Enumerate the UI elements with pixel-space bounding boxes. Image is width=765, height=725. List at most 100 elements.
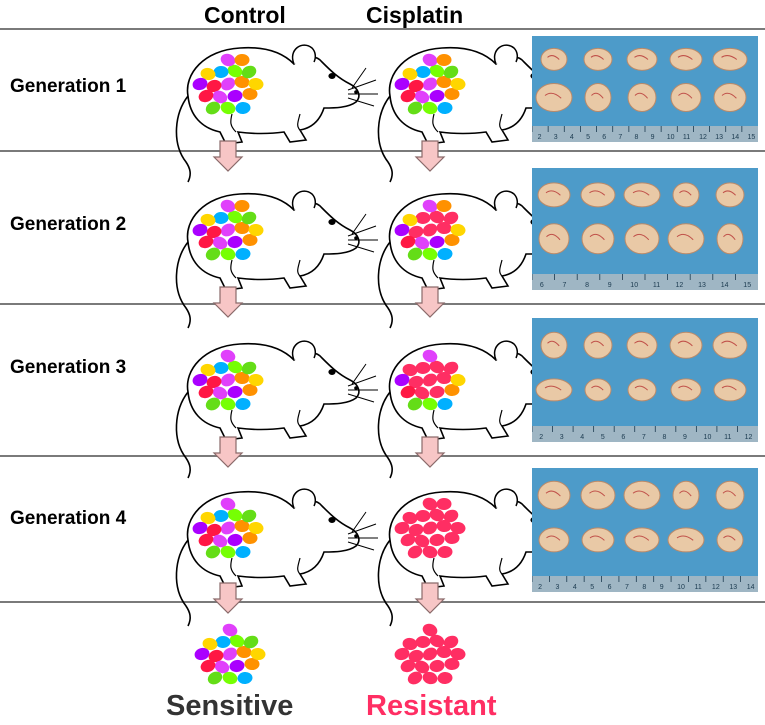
tumor-specimen: [540, 47, 568, 71]
tumor-cell: [429, 385, 445, 399]
tumor-cell: [436, 75, 452, 89]
tumor-cell: [235, 545, 251, 559]
tumor-cell: [192, 77, 208, 91]
tumor-cell: [408, 649, 424, 663]
tumor-cell: [227, 385, 243, 399]
outcome-sensitive-label: Sensitive: [166, 690, 294, 722]
tumor-cell: [206, 225, 222, 239]
ruler-tick-label: 3: [560, 434, 564, 441]
tumor-cell: [429, 235, 445, 249]
tumor-specimen: [537, 480, 571, 510]
tumor-cluster-control-gen4: [192, 497, 264, 559]
tumor-cell: [205, 247, 221, 261]
tumor-cell: [436, 371, 452, 385]
tumor-cell: [206, 79, 222, 93]
tumor-cell: [222, 647, 238, 661]
tumor-cell: [229, 659, 245, 673]
arrow-cisplatin-3: [414, 436, 446, 468]
tumor-cell: [437, 101, 453, 115]
ruler-tick-label: 12: [699, 134, 707, 141]
tumor-cell: [450, 373, 466, 387]
tumor-cell: [227, 533, 243, 547]
ruler-tick-label: 8: [585, 282, 589, 289]
tumor-cell: [222, 623, 238, 637]
tumor-cell: [422, 623, 438, 637]
tumor-cell: [248, 77, 264, 91]
tumor-cell: [227, 89, 243, 103]
tumor-cell: [235, 101, 251, 115]
ruler-tick-label: 3: [554, 134, 558, 141]
ruler-tick-label: 10: [704, 434, 712, 441]
tumor-cell: [422, 373, 438, 387]
tumor-cell: [215, 635, 231, 649]
tumor-specimen: [583, 47, 613, 71]
ruler-tick-label: 8: [662, 434, 666, 441]
arrow-cisplatin-4: [414, 582, 446, 614]
divider-top: [0, 28, 765, 30]
tumor-specimen: [626, 331, 658, 359]
tumor-cell: [248, 373, 264, 387]
tumor-cell: [241, 509, 257, 523]
tumor-specimen: [713, 82, 747, 112]
ruler-tick-label: 13: [729, 584, 737, 591]
tumor-specimen: [667, 527, 705, 553]
tumor-specimen: [627, 82, 657, 112]
tumor-cell: [402, 67, 418, 81]
ruler-tick-label: 14: [731, 134, 739, 141]
tumor-cell: [422, 397, 438, 411]
tumor-cell: [227, 360, 243, 374]
tumor-cluster-cisplatin-gen4: [394, 497, 466, 559]
tumor-cell: [408, 523, 424, 537]
ruler-tick-label: 9: [683, 434, 687, 441]
arrow-control-2: [212, 286, 244, 318]
tumor-cell: [206, 375, 222, 389]
tumor-cell: [429, 360, 445, 374]
tumor-cell: [220, 373, 236, 387]
tumor-cell: [429, 89, 445, 103]
ruler-tick-label: 6: [608, 584, 612, 591]
tumor-specimen: [583, 331, 613, 359]
tumor-cell: [212, 90, 228, 104]
tumor-cell: [235, 397, 251, 411]
tumor-cell: [437, 545, 453, 559]
tumor-cell: [205, 397, 221, 411]
tumor-cell: [400, 89, 416, 103]
tumor-cell: [444, 233, 460, 247]
tumor-cell: [429, 508, 445, 522]
tumor-cell: [242, 233, 258, 247]
header-control: Control: [204, 2, 286, 28]
tumor-cell: [422, 199, 438, 213]
ruler-tick-label: 13: [715, 134, 723, 141]
tumor-cell: [450, 521, 466, 535]
mouse-control-gen4: [175, 488, 379, 627]
tumor-cell: [407, 247, 423, 261]
divider-4: [0, 601, 765, 603]
ruler-tick-label: 11: [683, 134, 690, 141]
ruler-tick-label: 14: [721, 282, 729, 289]
ruler: [532, 274, 758, 290]
arrow-control-1: [212, 140, 244, 172]
tumor-cell: [220, 199, 236, 213]
tumor-cell: [394, 521, 410, 535]
tumor-cell: [422, 77, 438, 91]
tumor-cell: [415, 361, 431, 375]
tumor-cell: [422, 223, 438, 237]
arrow-control-3: [212, 436, 244, 468]
tumor-cell: [394, 223, 410, 237]
ruler-tick-label: 15: [743, 282, 751, 289]
tumor-specimen: [540, 331, 568, 359]
tumor-cell: [220, 349, 236, 363]
tumor-cell: [241, 361, 257, 375]
tumor-cell: [227, 210, 243, 224]
tumor-cell: [429, 210, 445, 224]
tumor-cell: [227, 508, 243, 522]
tumor-cell: [213, 509, 229, 523]
ruler-tick-label: 10: [630, 282, 638, 289]
mouse-control-gen2: [175, 190, 379, 329]
tumor-cell: [443, 361, 459, 375]
ruler-tick-label: 9: [651, 134, 655, 141]
tumor-specimen: [669, 47, 703, 71]
tumor-specimen: [716, 223, 744, 255]
